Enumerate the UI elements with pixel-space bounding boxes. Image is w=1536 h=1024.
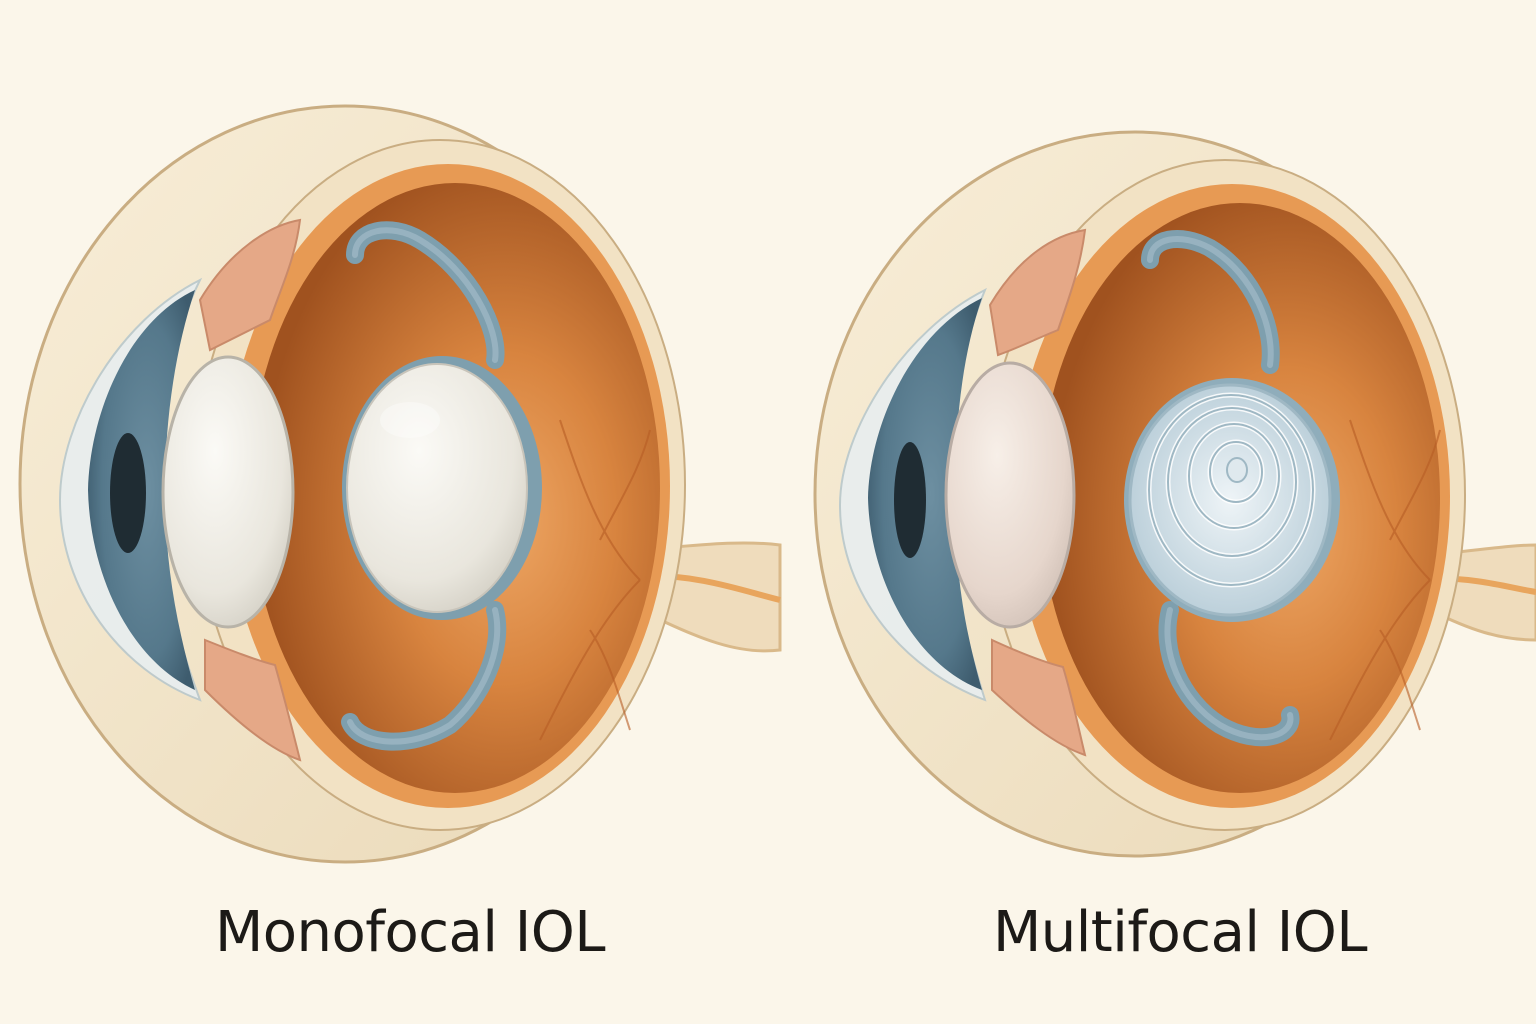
multifocal-label: Multifocal IOL bbox=[960, 893, 1400, 973]
multifocal-lens-icon bbox=[1130, 385, 1330, 615]
monofocal-lens-icon bbox=[347, 364, 527, 612]
monofocal-label: Monofocal IOL bbox=[190, 893, 630, 973]
pupil bbox=[110, 433, 146, 553]
capsule-lens bbox=[163, 357, 293, 627]
pupil bbox=[894, 442, 926, 558]
multifocal-eye-diagram bbox=[815, 132, 1536, 856]
monofocal-eye-diagram bbox=[20, 106, 780, 862]
capsule-lens bbox=[946, 363, 1074, 627]
